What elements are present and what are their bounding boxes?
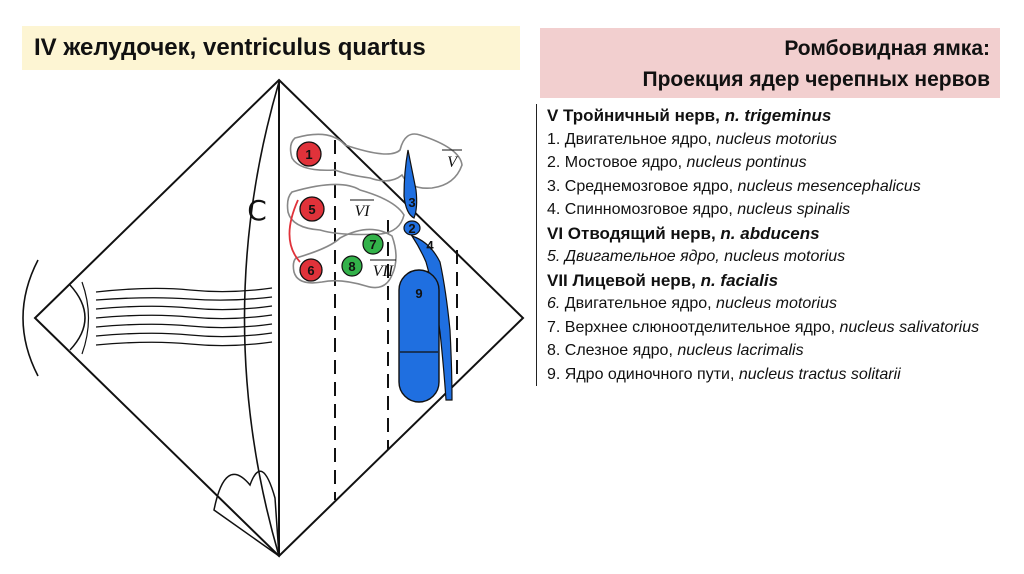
legend-item-9: 9. Ядро одиночного пути, nucleus tractus… xyxy=(547,365,901,383)
nucleus-1-motor-trigeminal xyxy=(296,141,322,167)
legend-item-6: 6. Двигательное ядро, nucleus motorius xyxy=(547,295,837,312)
label-nucleus-3: 3 xyxy=(408,195,415,210)
legend-heading-abducens: VI Отводящий нерв, n. abducens xyxy=(547,223,820,243)
label-nucleus-2: 2 xyxy=(408,221,415,236)
nucleus-2-pontine xyxy=(403,220,421,236)
label-nucleus-1: 1 xyxy=(305,147,312,162)
striae-bracket xyxy=(69,284,86,351)
abducens-outline xyxy=(286,183,405,236)
label-nucleus-9: 9 xyxy=(415,286,422,301)
label-nucleus-8: 8 xyxy=(348,259,355,274)
trigeminus-outline xyxy=(289,133,463,190)
label-nucleus-6: 6 xyxy=(307,263,314,278)
legend-item-2: 2. Мостовое ядро, nucleus pontinus xyxy=(547,154,807,171)
rhomboid-fossa-diagram: C 1 2 3 4 5 6 7 8 9 V VI VII xyxy=(22,78,525,558)
label-nerve-VI: VI xyxy=(354,203,370,220)
header-line-2: Проекция ядер черепных нервов xyxy=(642,68,990,91)
nucleus-5-abducens xyxy=(299,196,325,222)
legend-heading-facialis: VII Лицевой нерв, n. facialis xyxy=(547,270,779,290)
nucleus-7-salivatory xyxy=(362,233,384,255)
legend-item-4: 4. Спинномозговое ядро, nucleus spinalis xyxy=(547,201,851,218)
nucleus-4-spinal xyxy=(410,234,453,401)
legend-item-1: 1. Двигательное ядро, nucleus motorius xyxy=(547,130,837,148)
nucleus-3-mesencephalic xyxy=(403,149,418,219)
legend-item-3: 3. Среднемозговое ядро, nucleus mesencep… xyxy=(547,177,921,195)
lateral-recess-arc xyxy=(22,259,39,377)
label-nerve-VII: VII xyxy=(373,263,394,280)
facial-genu-arc xyxy=(288,199,301,263)
obex-lobes xyxy=(213,470,280,558)
label-nucleus-7: 7 xyxy=(369,237,376,252)
side-letter: C xyxy=(247,194,267,227)
legend-item-5: 5. Двигательное ядро, nucleus motorius xyxy=(547,248,846,265)
nucleus-6-facial-motor xyxy=(299,258,323,282)
striae-medullares xyxy=(95,287,273,347)
dashed-sulci xyxy=(334,140,458,500)
header-line-1: Ромбовидная ямка: xyxy=(784,37,990,60)
slide-title: IV желудочек, ventriculus quartus xyxy=(34,34,426,61)
label-nucleus-4: 4 xyxy=(426,238,434,253)
legend-item-8: 8. Слезное ядро, nucleus lacrimalis xyxy=(547,342,804,359)
nuclei-legend: V Тройничный нерв, n. trigeminus 1. Двиг… xyxy=(536,104,1024,386)
legend-heading-trigeminus: V Тройничный нерв, n. trigeminus xyxy=(547,106,832,125)
legend-item-7: 7. Верхнее слюноотделительное ядро, nucl… xyxy=(547,318,980,336)
slide-title-box: IV желудочек, ventriculus quartus xyxy=(22,26,520,70)
facialis-outline xyxy=(292,228,397,289)
header-box: Ромбовидная ямка: Проекция ядер черепных… xyxy=(540,28,1000,98)
nucleus-9-solitary xyxy=(398,269,440,403)
label-nucleus-5: 5 xyxy=(308,202,315,217)
nucleus-8-lacrimal xyxy=(341,255,363,277)
label-nerve-V: V xyxy=(447,154,459,171)
